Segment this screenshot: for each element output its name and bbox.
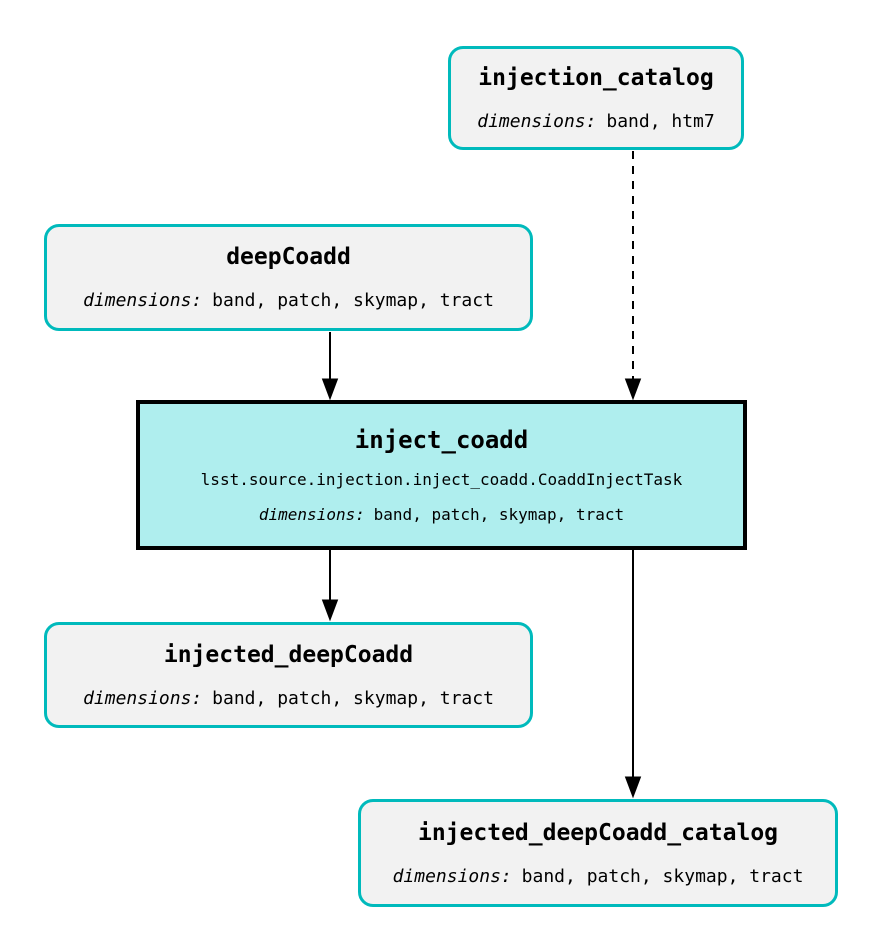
edge-injection-catalog-to-inject-coadd (624, 151, 642, 401)
node-deepcoadd-title: deepCoadd (226, 244, 351, 270)
node-injection-catalog: injection_catalog dimensions: band, htm7 (448, 46, 744, 150)
node-injected-deepcoadd-dimensions: dimensions: band, patch, skymap, tract (83, 688, 494, 710)
dimensions-label: dimensions: (83, 290, 203, 311)
dimensions-value: band, patch, skymap, tract (373, 505, 625, 524)
node-inject-coadd-dimensions: dimensions: band, patch, skymap, tract (259, 505, 624, 525)
node-injection-catalog-dimensions: dimensions: band, htm7 (477, 111, 714, 133)
node-deepcoadd-dimensions: dimensions: band, patch, skymap, tract (83, 290, 494, 312)
node-injected-deepcoadd-catalog-dimensions: dimensions: band, patch, skymap, tract (393, 866, 804, 888)
edge-inject-coadd-to-injected-deepcoadd-catalog (624, 550, 642, 799)
dimensions-value: band, htm7 (606, 110, 715, 132)
node-injected-deepcoadd-catalog-title: injected_deepCoadd_catalog (417, 819, 779, 846)
node-inject-coadd-task: inject_coadd lsst.source.injection.injec… (136, 400, 747, 550)
dimensions-value: band, patch, skymap, tract (212, 687, 494, 709)
node-injected-deepcoadd: injected_deepCoadd dimensions: band, patc… (44, 622, 533, 728)
dimensions-label: dimensions: (392, 865, 512, 887)
node-injected-deepcoadd-catalog: injected_deepCoadd_catalog dimensions: ba… (358, 799, 838, 907)
dimensions-label: dimensions: (83, 687, 203, 709)
node-injected-deepcoadd-title: injected_deepCoadd (163, 641, 414, 668)
node-deepcoadd: deepCoadd dimensions: band, patch, skymap… (44, 224, 533, 331)
node-injection-catalog-title: injection_catalog (478, 64, 714, 91)
dimensions-label: dimensions: (258, 505, 365, 524)
node-inject-coadd-title: inject_coadd (354, 426, 529, 454)
dimensions-value: band, patch, skymap, tract (212, 290, 494, 311)
node-inject-coadd-task-class: lsst.source.injection.inject_coadd.Coadd… (200, 470, 683, 489)
edge-deepcoadd-to-inject-coadd (321, 332, 339, 401)
dimensions-label: dimensions: (477, 110, 597, 132)
dimensions-value: band, patch, skymap, tract (521, 865, 804, 887)
edge-inject-coadd-to-injected-deepcoadd (321, 550, 339, 622)
